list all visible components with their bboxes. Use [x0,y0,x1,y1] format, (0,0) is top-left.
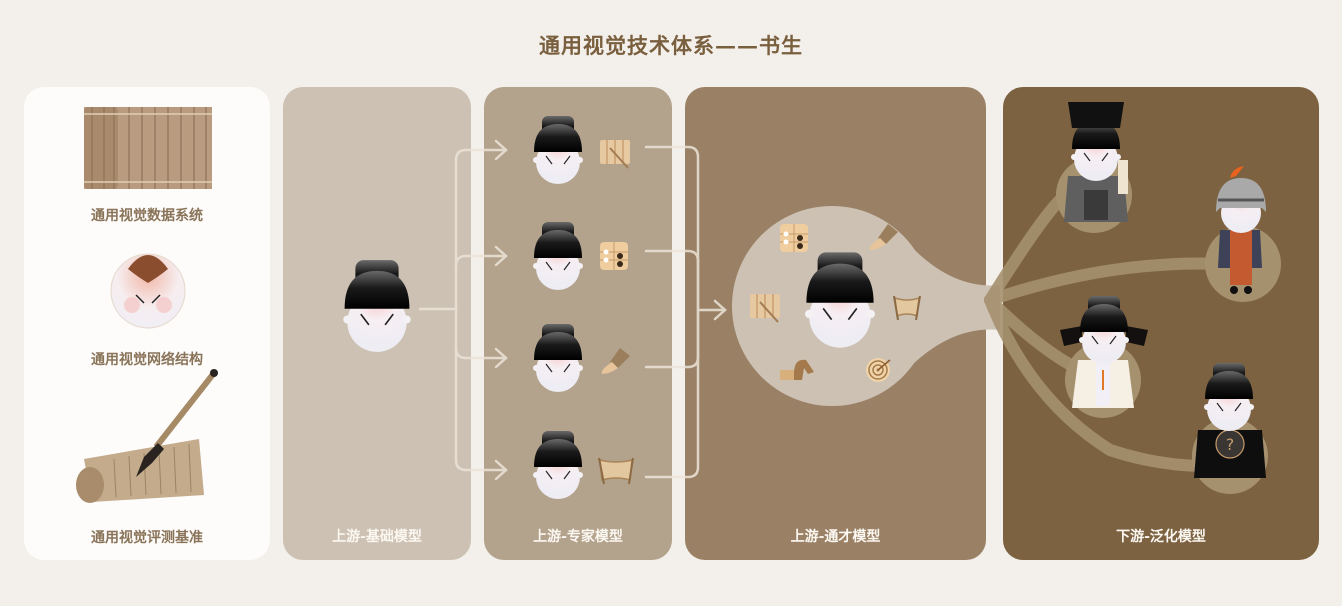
stage-panel-foundation: 上游-基础模型 [283,87,471,560]
stage-panel-downstream: 下游-泛化模型 [1003,87,1319,560]
brush-and-scroll-icon [76,369,218,503]
evaluation-benchmark-label: 通用视觉评测基准 [91,530,203,546]
stage-panel-expert: 上游-专家模型 [484,87,672,560]
stage-label-foundation: 上游-基础模型 [332,529,422,545]
stage-label-expert: 上游-专家模型 [533,529,623,545]
stage-panel-generalist: 上游-通才模型 [685,87,986,560]
bamboo-scroll-icon [84,107,212,189]
stage-label-generalist: 上游-通才模型 [790,529,881,545]
stage-label-downstream: 下游-泛化模型 [1116,529,1206,545]
network-structure-label: 通用视觉网络结构 [91,352,203,368]
scholar-head-icon [110,253,186,329]
foundation-panel: 通用视觉数据系统 通用视觉网络结构 通用视觉评测基准 [24,87,270,560]
data-system-label: 通用视觉数据系统 [91,208,203,224]
page-title: 通用视觉技术体系——书生 [539,33,803,58]
